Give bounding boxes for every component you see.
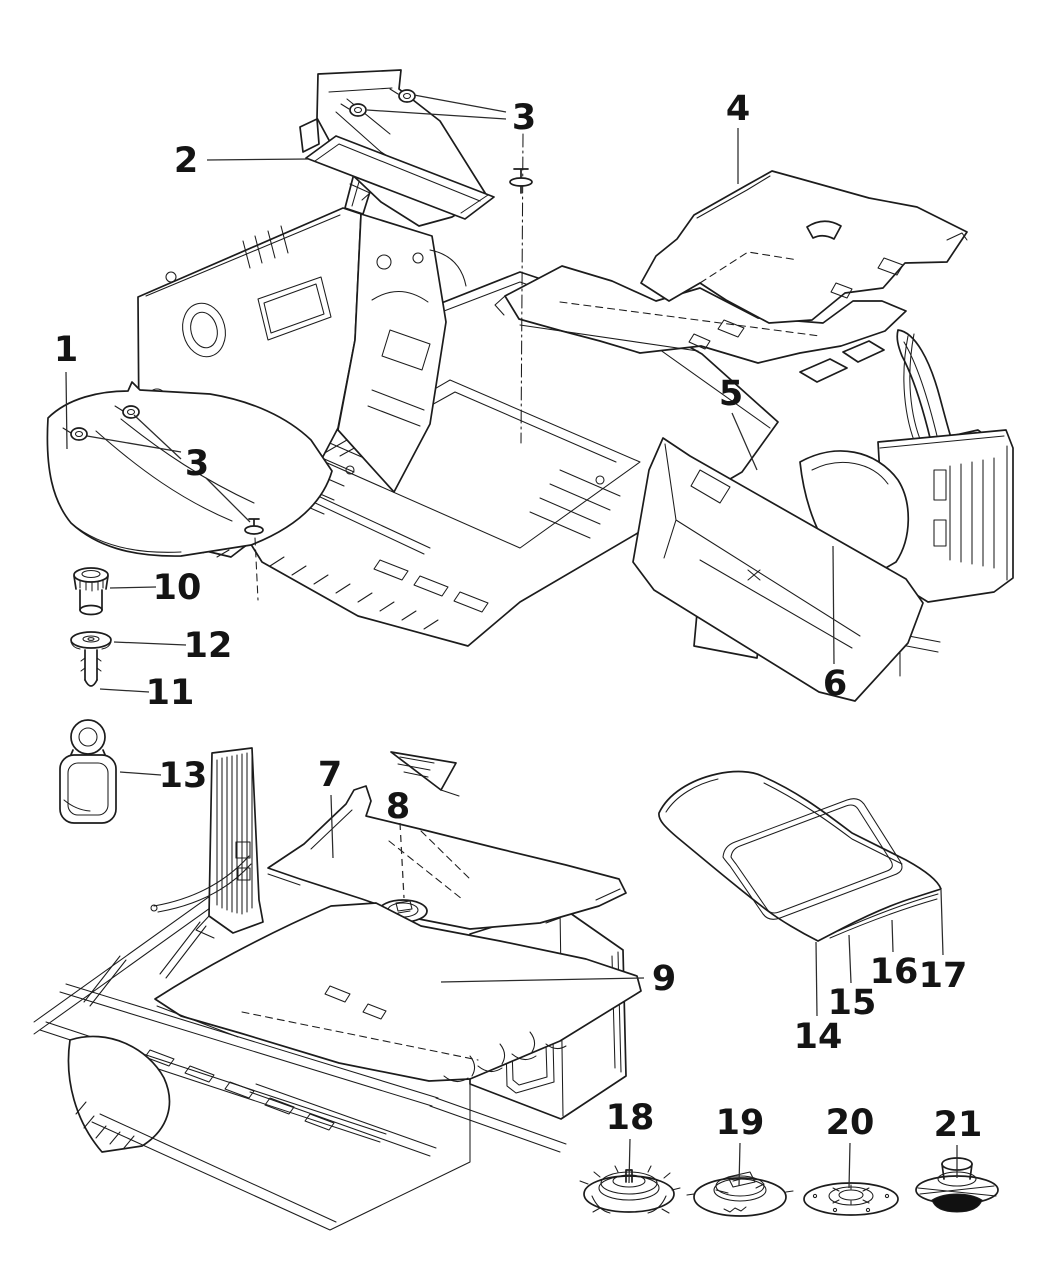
callout-3a-leader (366, 109, 507, 120)
callout-10: 10 (109, 568, 202, 608)
corner-flag-trim (390, 751, 460, 797)
callout-21-label: 21 (934, 1105, 983, 1145)
callout-15-leader (848, 934, 852, 984)
callout-2-leader (206, 158, 310, 161)
floor-plug-part21 (915, 1157, 999, 1213)
rear-floor-exploded-view (33, 747, 942, 1231)
callout-3b-leader (86, 435, 182, 453)
grommet-fastener (114, 405, 140, 419)
callout-2-label: 2 (174, 141, 198, 181)
callout-19: 19 (716, 1103, 765, 1187)
callout-5-label: 5 (719, 374, 743, 414)
callout-17: 17 (919, 889, 968, 996)
callout-13-label: 13 (159, 756, 208, 796)
callout-8-label: 8 (386, 787, 410, 827)
front-floor-mat-part1 (46, 381, 333, 557)
callout-9-leader (440, 977, 645, 983)
callout-7-leader (330, 794, 334, 859)
callout-5: 5 (719, 374, 758, 471)
callout-11: 11 (99, 673, 195, 713)
callout-12-leader (113, 641, 187, 646)
callout-16-leader (891, 919, 894, 953)
floor-plug-row (579, 1157, 999, 1217)
floor-carpet-part4 (640, 170, 968, 324)
callout-19-label: 19 (716, 1103, 765, 1143)
callout-9-label: 9 (652, 959, 676, 999)
callout-15-label: 15 (828, 983, 877, 1023)
callout-3a-label: 3 (512, 98, 536, 138)
floor-plug-part20 (803, 1182, 899, 1216)
floor-plug-part18 (579, 1165, 681, 1214)
callout-1-leader (65, 371, 68, 450)
grommet-nut-part10 (73, 567, 109, 616)
cowl-silencer-pad (305, 135, 495, 220)
floor-carpet-lower (494, 265, 907, 364)
push-pin-part11-12 (70, 631, 112, 687)
kick-panel-carpet-part5 (632, 437, 924, 702)
callout-6-leader (832, 545, 835, 665)
callout-13-leader (119, 771, 162, 776)
callout-7: 7 (318, 755, 342, 859)
callout-21: 21 (934, 1105, 983, 1178)
callout-11-label: 11 (146, 673, 195, 713)
cargo-mat-part9 (154, 902, 642, 1083)
load-floor-board-part7 (267, 785, 627, 930)
push-pin-fastener-lower (244, 518, 264, 601)
callout-17-leader (940, 889, 944, 956)
callout-14: 14 (794, 941, 843, 1057)
callout-3a-leader (413, 94, 507, 113)
callout-15: 15 (828, 934, 877, 1023)
callout-19-leader (738, 1142, 741, 1187)
push-pin-fastener-upper (509, 133, 533, 444)
callout-20-leader (848, 1142, 851, 1189)
callout-4-label: 4 (726, 89, 750, 129)
callout-3a: 3 (366, 94, 536, 138)
callout-8-leader (399, 822, 405, 899)
callout-3b: 3 (86, 414, 251, 523)
callout-11-leader (99, 688, 150, 693)
callout-6-label: 6 (823, 664, 847, 704)
front-floor-exploded-view (46, 69, 1014, 702)
callout-9: 9 (440, 959, 676, 999)
callout-12-label: 12 (184, 626, 233, 666)
callout-10-label: 10 (153, 568, 202, 608)
callout-3b-label: 3 (185, 444, 209, 484)
callout-6: 6 (823, 545, 847, 704)
callout-1: 1 (54, 330, 78, 450)
floor-plug-part19 (686, 1171, 794, 1217)
callout-20-label: 20 (826, 1103, 875, 1143)
callout-8: 8 (386, 787, 410, 899)
callout-13: 13 (119, 756, 208, 796)
console-mat-part14-17 (658, 770, 942, 942)
callout-16: 16 (870, 919, 919, 992)
callout-12: 12 (113, 626, 233, 666)
callout-16-label: 16 (870, 952, 919, 992)
callout-3b-leader (133, 414, 182, 460)
callout-14-leader (815, 941, 818, 1017)
loose-fasteners-column (59, 567, 117, 824)
callout-7-label: 7 (318, 755, 342, 795)
callout-17-label: 17 (919, 956, 968, 996)
callout-4: 4 (726, 89, 750, 184)
anchor-loop-part13 (59, 719, 117, 824)
callout-20: 20 (826, 1103, 875, 1189)
callout-1-label: 1 (54, 330, 78, 370)
grommet-fastener (340, 103, 367, 117)
callout-5-leader (731, 412, 758, 471)
callout-3b-leader (205, 477, 251, 523)
callout-14-label: 14 (794, 1017, 843, 1057)
callout-10-leader (109, 586, 157, 589)
callout-18: 18 (606, 1098, 655, 1184)
b-pillar-trim (150, 747, 264, 939)
callout-2: 2 (174, 141, 310, 181)
rear-floor-pan (33, 865, 471, 1231)
callout-18-label: 18 (606, 1098, 655, 1138)
grommet-fastener (389, 88, 416, 103)
callout-18-leader (628, 1138, 631, 1184)
